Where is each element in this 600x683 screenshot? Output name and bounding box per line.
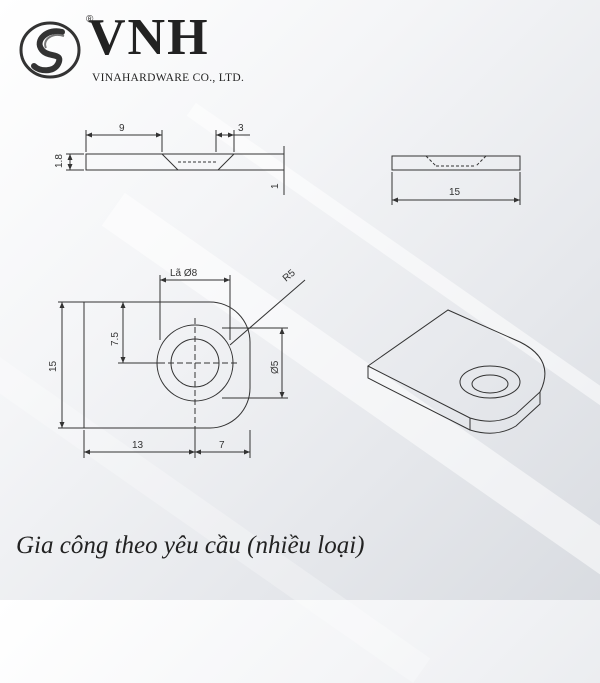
end-view-outline [391, 155, 521, 171]
hole-hidden-line [425, 155, 437, 167]
dim-label-height: 15 [48, 360, 59, 372]
dim-label-center-height: 7.5 [110, 332, 121, 346]
top-view-outline [83, 301, 251, 429]
arrow-heads [67, 154, 73, 170]
s-swoosh-icon [19, 21, 81, 79]
dim-label-countersink: 3 [238, 123, 244, 134]
arrow-heads [216, 132, 234, 138]
dim-label-width: 15 [449, 187, 461, 198]
company-logo: VNH ® VINAHARDWARE CO., LTD. [18, 9, 278, 92]
hole-hidden-line [475, 155, 487, 167]
countersink-line [161, 153, 179, 171]
dim-label-hole: Ø5 [270, 360, 281, 374]
iso-countersink [459, 365, 521, 399]
registered-mark: ® [86, 14, 94, 25]
dim-label-left: 13 [132, 440, 144, 451]
technical-drawing: 9 3 1.8 1 15 Lã Ø8 R5 7.5 15 Ø5 13 7 [48, 123, 546, 458]
iso-top-face [367, 309, 546, 422]
end-view [391, 155, 521, 205]
countersink-line [217, 153, 235, 171]
hole-label: Lã Ø8 [170, 268, 198, 279]
radius-label: R5 [281, 267, 298, 284]
iso-hole [471, 374, 509, 394]
product-image: VNH ® VINAHARDWARE CO., LTD. [16, 9, 546, 559]
caption: Gia công theo yêu cầu (nhiều loại) [16, 532, 365, 559]
isometric-view [367, 309, 546, 434]
dim-label-length: 9 [119, 123, 125, 134]
leader-line-radius [229, 279, 306, 346]
top-view [58, 275, 306, 458]
company-name: VINAHARDWARE CO., LTD. [92, 72, 245, 84]
brand-name: VNH [88, 9, 210, 66]
dim-label-thickness: 1.8 [54, 154, 65, 168]
dim-label-right: 7 [219, 440, 225, 451]
side-view [66, 130, 285, 195]
iso-side-face [367, 366, 541, 434]
dim-label-step: 1 [270, 183, 281, 189]
